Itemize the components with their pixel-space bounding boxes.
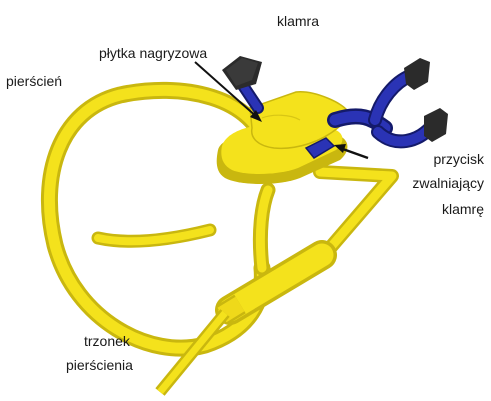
label-release-button-line3: klamrę — [414, 200, 484, 219]
label-ring: pierścień — [6, 72, 62, 91]
label-clamp: klamra — [277, 12, 319, 31]
label-bite-block: płytka nagryzowa — [99, 44, 207, 63]
label-shaft-line1: trzonek — [84, 332, 130, 351]
label-release-button-line1: przycisk — [414, 150, 484, 169]
label-shaft-line2: pierścienia — [66, 356, 133, 375]
label-release-button-line2: zwalniający — [394, 174, 484, 193]
